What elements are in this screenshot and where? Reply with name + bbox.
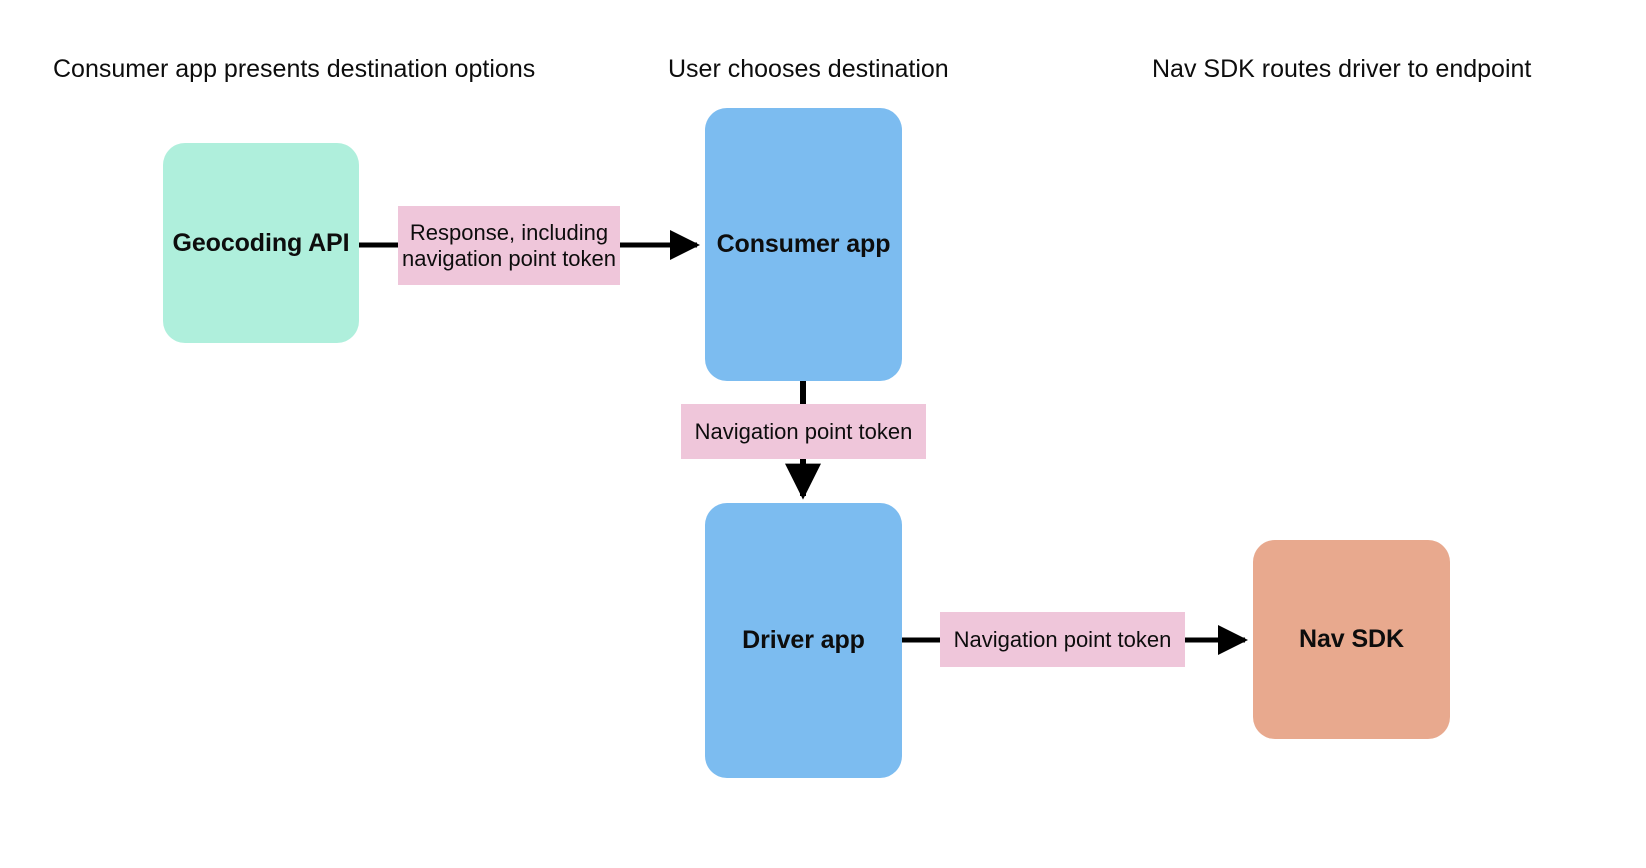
node-driver-app[interactable]: Driver app (705, 503, 902, 778)
node-consumer-app-label: Consumer app (716, 230, 891, 258)
edge-label-consumer-to-driver: Navigation point token (681, 404, 926, 459)
node-consumer-app[interactable]: Consumer app (705, 108, 902, 381)
edge-label-driver-to-navsdk: Navigation point token (940, 612, 1185, 667)
node-geocoding-api-label: Geocoding API (172, 228, 350, 257)
column-header-user-choice: User chooses destination (668, 55, 949, 83)
node-geocoding-api[interactable]: Geocoding API (163, 143, 359, 343)
node-driver-app-label: Driver app (742, 626, 865, 654)
edge-label-geocoding-to-consumer-text: Response, including navigation point tok… (401, 219, 617, 271)
column-header-consumer-app: Consumer app presents destination option… (53, 55, 536, 83)
node-nav-sdk[interactable]: Nav SDK (1253, 540, 1450, 739)
edge-label-driver-to-navsdk-text: Navigation point token (953, 626, 1172, 652)
column-header-nav-sdk: Nav SDK routes driver to endpoint (1152, 55, 1532, 83)
node-nav-sdk-label: Nav SDK (1299, 625, 1404, 653)
edge-label-consumer-to-driver-text: Navigation point token (694, 418, 913, 444)
edge-label-geocoding-to-consumer: Response, including navigation point tok… (398, 206, 620, 285)
